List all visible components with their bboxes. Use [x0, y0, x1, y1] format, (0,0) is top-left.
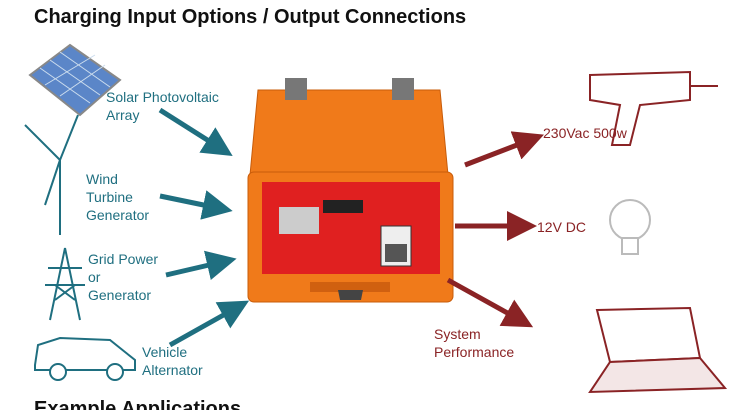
arrow-grid [165, 250, 237, 281]
arrow-wind [159, 190, 233, 220]
arrow-performance [446, 277, 534, 328]
vehicle-icon [34, 336, 136, 381]
footer-heading: Example Applications [34, 398, 242, 410]
label-12vdc: 12V DC [537, 219, 587, 235]
power-station-case [247, 78, 454, 303]
solar-panel-icon [28, 43, 122, 117]
light-bulb-icon [609, 199, 651, 255]
arrow-ac [464, 131, 545, 168]
wind-turbine-icon [24, 114, 79, 235]
laptop-icon [588, 306, 728, 394]
power-drill-icon [589, 70, 718, 146]
power-pylon-icon [45, 247, 85, 321]
page-title: Charging Input Options / Output Connecti… [34, 6, 467, 28]
arrow-solar [158, 107, 233, 157]
arrow-vehicle [168, 300, 250, 348]
label-230vac: 230Vac 500w [543, 125, 627, 141]
